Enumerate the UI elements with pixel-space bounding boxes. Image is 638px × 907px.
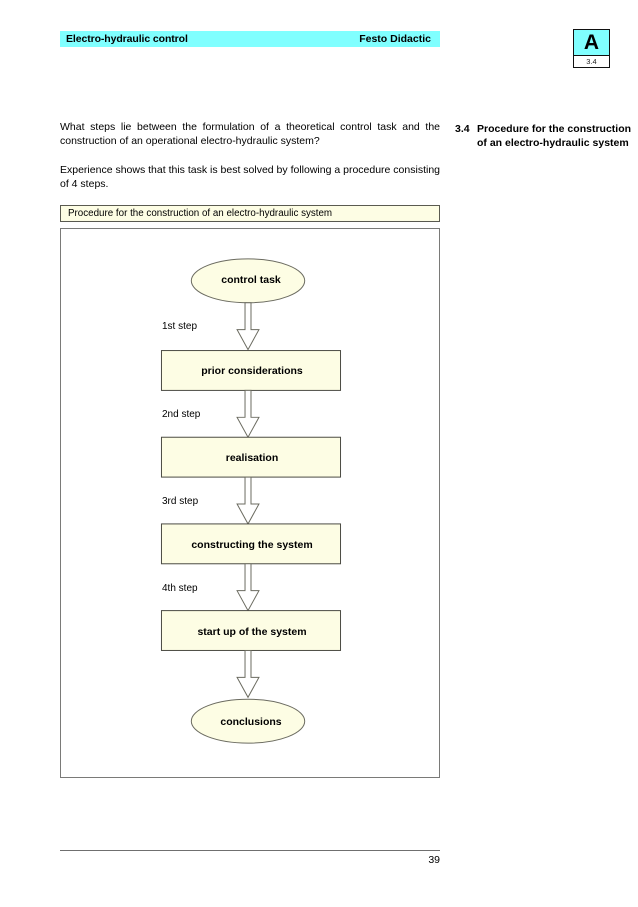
node-constructing-the-system (160, 523, 342, 565)
page-number: 39 (428, 854, 440, 866)
margin-note: 3.4 Procedure for the construction of an… (455, 122, 635, 151)
node-start-up-of-the-system (160, 610, 342, 651)
body-paragraph-1: What steps lie between the formulation o… (60, 121, 440, 148)
step-label-1: 1st step (162, 321, 198, 332)
header-title: Electro-hydraulic control (66, 33, 188, 45)
step-label-4: 4th step (162, 583, 198, 594)
header-brand: Festo Didactic (359, 33, 431, 45)
node-control-task (190, 258, 306, 304)
figure-frame: control task prior considerations realis… (60, 228, 440, 778)
body-copy: What steps lie between the formulation o… (60, 120, 440, 191)
page-header-bar: Electro-hydraulic control Festo Didactic (60, 31, 440, 47)
body-paragraph-2: Experience shows that this task is best … (60, 163, 440, 190)
chapter-badge-number: 3.4 (586, 57, 597, 66)
flow-arrow-3 (236, 476, 260, 525)
margin-note-text: Procedure for the construction of an ele… (477, 123, 632, 150)
node-conclusions (190, 698, 306, 744)
figure-caption-text: Procedure for the construction of an ele… (68, 208, 333, 219)
margin-note-number: 3.4 (455, 123, 470, 135)
flow-arrow-5 (236, 649, 260, 699)
node-prior-considerations (160, 350, 342, 391)
flow-arrow-4 (236, 563, 260, 612)
node-realisation (160, 436, 342, 478)
flowchart-canvas (160, 258, 342, 744)
footer-rule (60, 850, 440, 851)
flow-arrow-2 (236, 389, 260, 439)
step-label-2: 2nd step (162, 409, 201, 420)
step-label-3: 3rd step (162, 496, 199, 507)
flow-arrow-1 (236, 302, 260, 351)
chapter-badge-letter: A (574, 30, 609, 56)
chapter-badge: A 3.4 (573, 29, 610, 68)
figure-caption-bar: Procedure for the construction of an ele… (60, 205, 440, 222)
